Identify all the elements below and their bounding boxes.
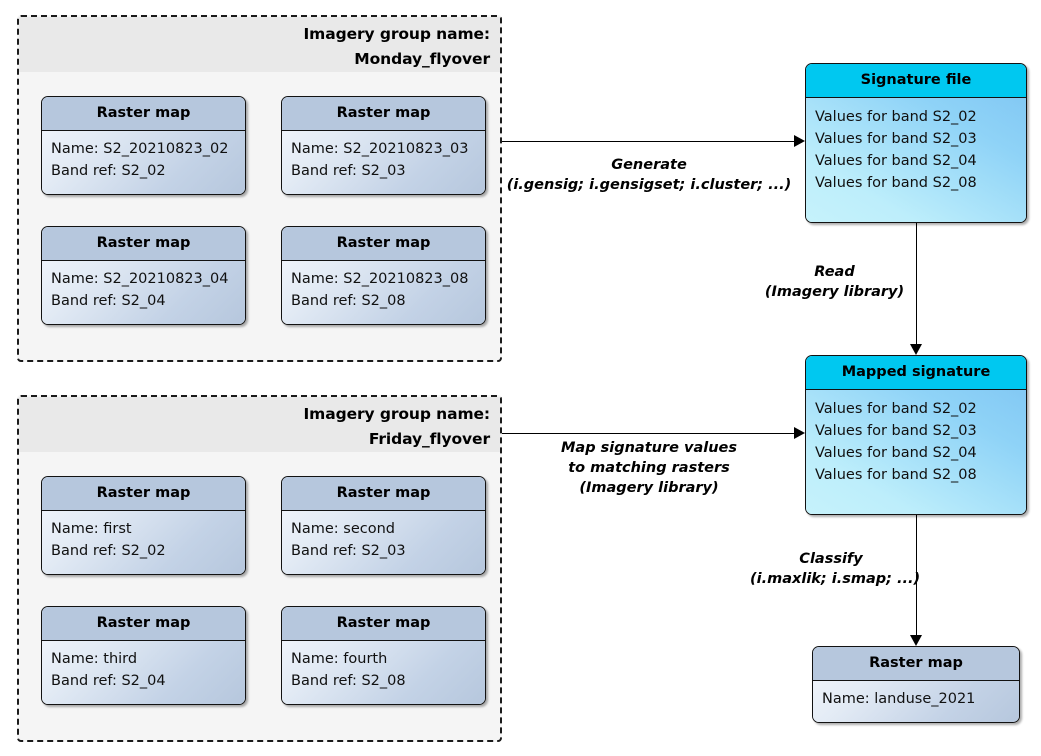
signature-file-card[interactable]: Signature file Values for band S2_02 Val… (805, 63, 1027, 223)
mapped-signature-value-row: Values for band S2_03 (815, 423, 977, 439)
connector-classify-arrowhead (910, 635, 922, 646)
raster-map-name: Name: S2_20210823_04 (51, 271, 229, 287)
raster-map-title: Raster map (42, 477, 245, 511)
raster-map-bandref: Band ref: S2_08 (291, 293, 406, 309)
raster-map-card[interactable]: Raster map Name: S2_20210823_02 Band ref… (41, 96, 246, 195)
raster-map-name: Name: first (51, 521, 132, 537)
edge-label-map-signature-line1: Map signature values (560, 440, 737, 456)
mapped-signature-title: Mapped signature (806, 356, 1026, 390)
raster-map-bandref: Band ref: S2_04 (51, 293, 166, 309)
raster-map-name: Name: S2_20210823_03 (291, 141, 469, 157)
raster-map-body: Name: third Band ref: S2_04 (42, 641, 245, 704)
edge-label-read-line2: (Imagery library) (764, 284, 905, 300)
mapped-signature-value-row: Values for band S2_04 (815, 445, 977, 461)
output-raster-map-title: Raster map (813, 647, 1019, 681)
connector-read-line (916, 223, 917, 344)
raster-map-card[interactable]: Raster map Name: first Band ref: S2_02 (41, 476, 246, 575)
edge-label-classify-line1: Classify (799, 551, 863, 567)
mapped-signature-body: Values for band S2_02 Values for band S2… (806, 390, 1026, 514)
imagery-group-monday-header: Imagery group name: Monday_flyover (19, 17, 500, 72)
raster-map-card[interactable]: Raster map Name: S2_20210823_08 Band ref… (281, 226, 486, 325)
raster-map-bandref: Band ref: S2_02 (51, 543, 166, 559)
raster-map-name: Name: fourth (291, 651, 388, 667)
raster-map-title: Raster map (282, 477, 485, 511)
raster-map-card[interactable]: Raster map Name: S2_20210823_03 Band ref… (281, 96, 486, 195)
connector-generate-line (502, 141, 794, 142)
group-name-friday: Friday_flyover (368, 430, 490, 448)
raster-map-body: Name: S2_20210823_03 Band ref: S2_03 (282, 131, 485, 194)
edge-label-read: Read (Imagery library) (757, 262, 912, 302)
edge-label-generate: Generate (i.gensig; i.gensigset; i.clust… (503, 155, 795, 195)
edge-label-map-signature: Map signature values to matching rasters… (503, 438, 795, 498)
raster-map-title: Raster map (282, 607, 485, 641)
raster-map-body: Name: second Band ref: S2_03 (282, 511, 485, 574)
raster-map-title: Raster map (42, 607, 245, 641)
raster-map-bandref: Band ref: S2_02 (51, 163, 166, 179)
raster-map-name: Name: S2_20210823_08 (291, 271, 469, 287)
raster-map-card[interactable]: Raster map Name: fourth Band ref: S2_08 (281, 606, 486, 705)
signature-value-row: Values for band S2_02 (815, 109, 977, 125)
group-header-label: Imagery group name: (303, 405, 491, 423)
output-raster-map-card[interactable]: Raster map Name: landuse_2021 (812, 646, 1020, 723)
connector-map-signature-line (502, 433, 794, 434)
signature-file-title: Signature file (806, 64, 1026, 98)
edge-label-classify-line2: (i.maxlik; i.smap; ...) (750, 571, 921, 587)
group-header-label: Imagery group name: (303, 25, 491, 43)
mapped-signature-value-row: Values for band S2_02 (815, 401, 977, 417)
connector-read-arrowhead (910, 344, 922, 355)
raster-map-bandref: Band ref: S2_04 (51, 673, 166, 689)
raster-map-title: Raster map (42, 227, 245, 261)
raster-map-bandref: Band ref: S2_08 (291, 673, 406, 689)
raster-map-title: Raster map (282, 227, 485, 261)
raster-map-body: Name: first Band ref: S2_02 (42, 511, 245, 574)
edge-label-map-signature-line3: (Imagery library) (579, 480, 719, 496)
raster-map-body: Name: fourth Band ref: S2_08 (282, 641, 485, 704)
edge-label-read-line1: Read (814, 264, 855, 280)
signature-value-row: Values for band S2_04 (815, 153, 977, 169)
edge-label-generate-line2: (i.gensig; i.gensigset; i.cluster; ...) (506, 177, 792, 193)
raster-map-bandref: Band ref: S2_03 (291, 163, 406, 179)
connector-classify-line (916, 515, 917, 635)
raster-map-name: Name: third (51, 651, 138, 667)
signature-file-body: Values for band S2_02 Values for band S2… (806, 98, 1026, 222)
raster-map-name: Name: second (291, 521, 395, 537)
signature-value-row: Values for band S2_03 (815, 131, 977, 147)
raster-map-bandref: Band ref: S2_03 (291, 543, 406, 559)
raster-map-body: Name: S2_20210823_08 Band ref: S2_08 (282, 261, 485, 324)
edge-label-map-signature-line2: to matching rasters (568, 460, 730, 476)
raster-map-card[interactable]: Raster map Name: S2_20210823_04 Band ref… (41, 226, 246, 325)
raster-map-body: Name: S2_20210823_02 Band ref: S2_02 (42, 131, 245, 194)
raster-map-name: Name: S2_20210823_02 (51, 141, 229, 157)
raster-map-card[interactable]: Raster map Name: second Band ref: S2_03 (281, 476, 486, 575)
raster-map-title: Raster map (282, 97, 485, 131)
group-name-monday: Monday_flyover (354, 50, 490, 68)
output-raster-map-name: Name: landuse_2021 (822, 691, 976, 707)
output-raster-map-body: Name: landuse_2021 (813, 681, 1019, 722)
mapped-signature-card[interactable]: Mapped signature Values for band S2_02 V… (805, 355, 1027, 515)
mapped-signature-value-row: Values for band S2_08 (815, 467, 977, 483)
imagery-group-friday-header: Imagery group name: Friday_flyover (19, 397, 500, 452)
raster-map-card[interactable]: Raster map Name: third Band ref: S2_04 (41, 606, 246, 705)
connector-map-signature-arrowhead (794, 427, 805, 439)
raster-map-body: Name: S2_20210823_04 Band ref: S2_04 (42, 261, 245, 324)
signature-value-row: Values for band S2_08 (815, 175, 977, 191)
connector-generate-arrowhead (794, 135, 805, 147)
edge-label-generate-line1: Generate (611, 157, 687, 173)
raster-map-title: Raster map (42, 97, 245, 131)
edge-label-classify: Classify (i.maxlik; i.smap; ...) (750, 549, 921, 589)
